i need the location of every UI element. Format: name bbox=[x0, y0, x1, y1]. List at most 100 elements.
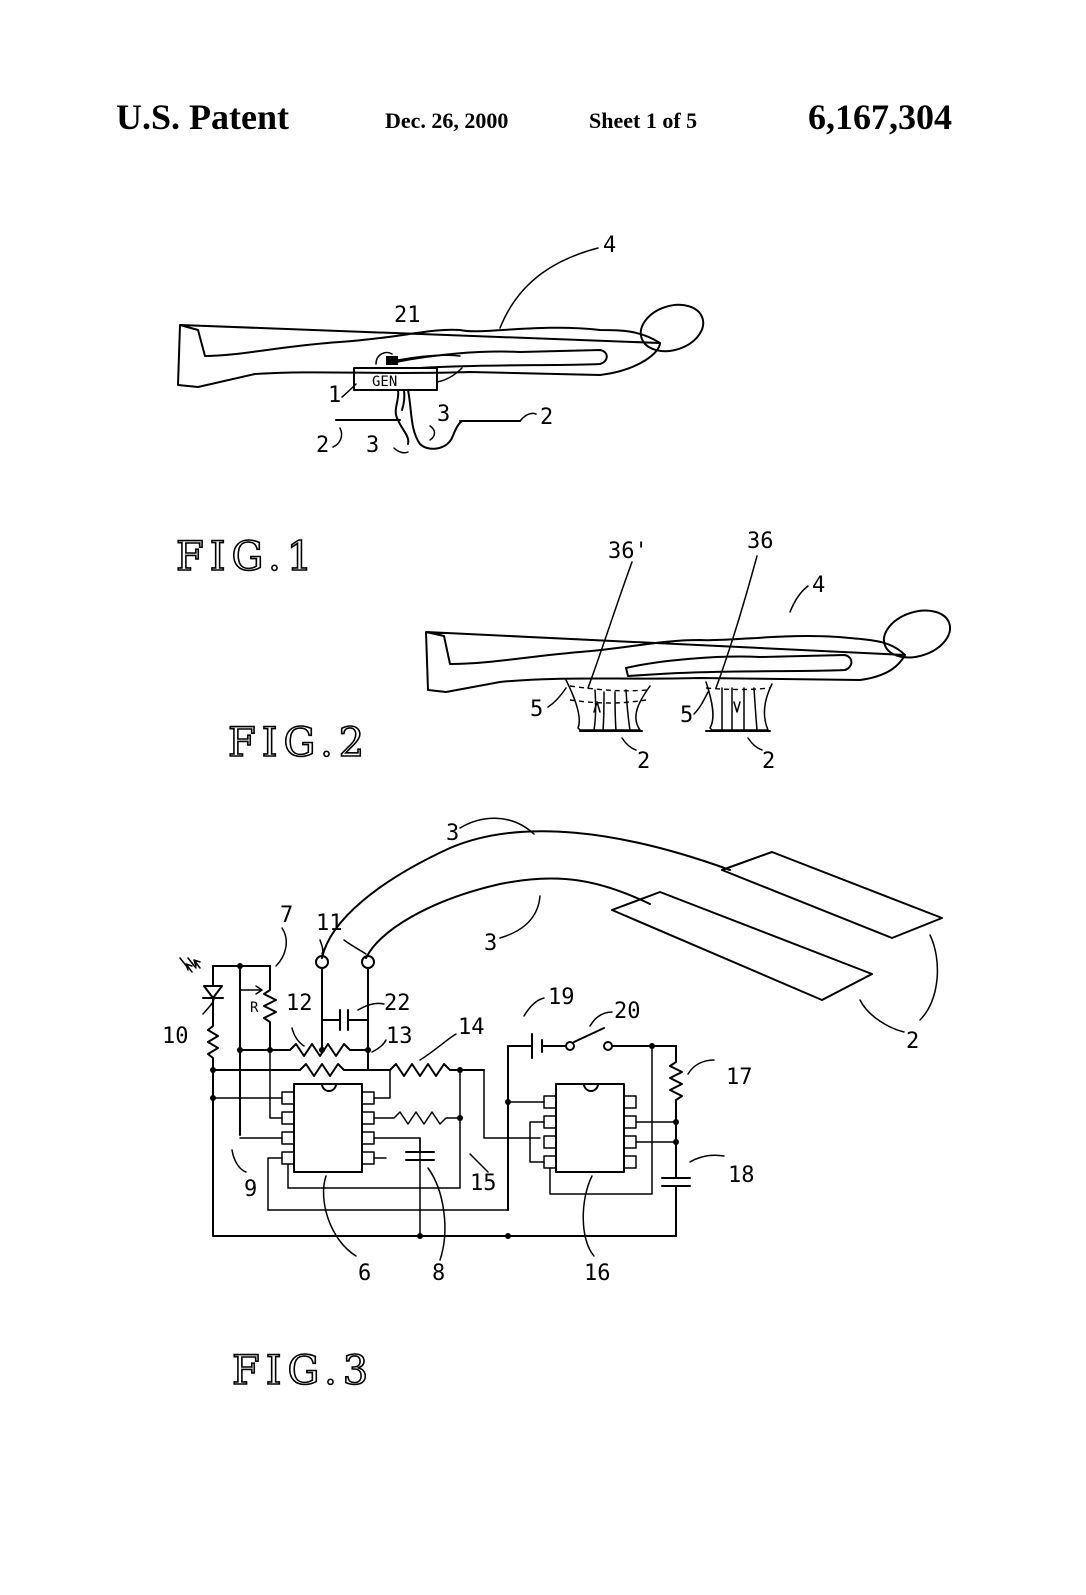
fig3-ic-6-notch bbox=[321, 1083, 337, 1092]
fig3-resistor-r-text: R bbox=[250, 1000, 259, 1016]
fig3-ic-6-pin-l3 bbox=[281, 1131, 295, 1145]
fig3-electrode-pad-lower bbox=[611, 891, 873, 1001]
fig3-leader-2-lower bbox=[859, 999, 905, 1033]
fig2-field-left-dashes bbox=[569, 685, 649, 704]
fig2-arrow-down bbox=[733, 701, 741, 713]
fig3-ic-6-pin-l4 bbox=[281, 1151, 295, 1165]
fig1-cable-3b bbox=[407, 389, 463, 450]
fig3-label-18: 18 bbox=[728, 1163, 755, 1188]
fig3-leader-22 bbox=[357, 1002, 385, 1011]
fig2-leader-36p bbox=[587, 561, 633, 689]
fig3-led-zigzag-marks bbox=[179, 957, 197, 969]
fig3-leader-18 bbox=[689, 1154, 725, 1163]
fig1-leader-2a bbox=[332, 427, 343, 448]
fig2-leader-4 bbox=[789, 585, 809, 613]
fig1-generator-box bbox=[353, 367, 438, 391]
patent-number: 6,167,304 bbox=[808, 97, 952, 137]
fig3-label-11: 11 bbox=[316, 911, 343, 936]
fig1-element-21 bbox=[386, 356, 398, 365]
fig3-leader-7 bbox=[275, 927, 288, 967]
fig3-leader-6 bbox=[322, 1175, 357, 1257]
fig3-junction-dots bbox=[210, 963, 679, 1239]
fig3-ic-16-pin-r1 bbox=[623, 1095, 637, 1109]
fig2-body-outline bbox=[425, 631, 906, 693]
fig1-label-2b: 2 bbox=[540, 405, 553, 430]
fig3-caption: FIG.3 bbox=[232, 1348, 374, 1394]
fig3-cable-3-upper bbox=[321, 830, 731, 959]
fig3-leader-3b bbox=[499, 895, 541, 939]
fig3-leader-14 bbox=[419, 1033, 457, 1061]
fig1-label-21: 21 bbox=[394, 303, 421, 328]
fig2-leader-36 bbox=[715, 555, 758, 689]
fig3-label-3b: 3 bbox=[484, 931, 497, 956]
fig2-field-right-dashes bbox=[705, 687, 771, 691]
fig2-field-left-outline bbox=[565, 679, 651, 731]
fig3-wire-15 bbox=[483, 1069, 541, 1139]
fig3-label-15: 15 bbox=[470, 1171, 497, 1196]
fig3-label-10: 10 bbox=[162, 1024, 189, 1049]
fig3-capacitor-18 bbox=[661, 1177, 691, 1237]
fig3-label-9: 9 bbox=[244, 1177, 257, 1202]
fig3-leader-13 bbox=[371, 1039, 387, 1053]
fig1-head bbox=[639, 303, 705, 353]
fig3-label-8: 8 bbox=[432, 1261, 445, 1286]
fig3-ic-6-loop bbox=[287, 1069, 461, 1189]
fig1-cable-3a bbox=[394, 389, 410, 445]
fig2-leader-2b bbox=[747, 737, 763, 751]
fig2-field-right-lines bbox=[721, 687, 758, 731]
fig3-label-3a: 3 bbox=[446, 821, 459, 846]
fig3-resistor-13 bbox=[299, 1063, 391, 1077]
fig3-label-14: 14 bbox=[458, 1015, 485, 1040]
fig3-ic-6-right-wiring bbox=[373, 1069, 461, 1211]
fig1-box-side-line bbox=[436, 367, 463, 383]
fig3-ic-6-pin-r2 bbox=[361, 1111, 375, 1125]
fig2-label-5a: 5 bbox=[530, 697, 543, 722]
fig1-leader-2b bbox=[519, 412, 537, 422]
fig3-label-6: 6 bbox=[358, 1261, 371, 1286]
fig3-leader-2-upper bbox=[919, 934, 939, 1021]
figure-1: 4 GEN 21 1 2 2 3 3 FIG.1 bbox=[175, 233, 705, 581]
fig3-leader-20 bbox=[589, 1011, 613, 1027]
fig3-variable-resistor-wiper bbox=[239, 985, 263, 995]
fig3-ic-16-wiring bbox=[507, 1045, 677, 1195]
fig3-led-diode bbox=[203, 985, 223, 999]
fig3-ic-16-notch bbox=[583, 1083, 599, 1092]
fig1-element-21-wires bbox=[375, 351, 461, 365]
figure-3: 2 3 3 11 10 R 7 22 bbox=[162, 817, 943, 1395]
fig3-ic-6-pin-r3 bbox=[361, 1131, 375, 1145]
fig2-torso-inner bbox=[625, 654, 853, 677]
fig3-cable-3-lower bbox=[365, 877, 651, 959]
fig1-label-3a: 3 bbox=[366, 433, 379, 458]
fig3-label-20: 20 bbox=[614, 999, 641, 1024]
fig3-label-17: 17 bbox=[726, 1065, 753, 1090]
fig3-battery-19 bbox=[507, 1033, 567, 1211]
fig3-switch-contact-right bbox=[603, 1041, 613, 1051]
fig1-label-2a: 2 bbox=[316, 433, 329, 458]
patent-label: U.S. Patent bbox=[116, 97, 289, 137]
fig3-ic-6 bbox=[293, 1083, 363, 1173]
fig2-arrow-up bbox=[593, 701, 601, 713]
fig3-resistor-12 bbox=[289, 1043, 369, 1057]
fig3-ic-16-pin-r3 bbox=[623, 1135, 637, 1149]
fig3-switch-20 bbox=[573, 1027, 605, 1043]
fig2-leader-2a bbox=[621, 737, 637, 751]
fig3-leader-11 bbox=[319, 939, 367, 955]
fig3-leader-19 bbox=[523, 997, 545, 1017]
fig3-label-22: 22 bbox=[384, 991, 411, 1016]
fig3-switch-contact-left bbox=[565, 1041, 575, 1051]
fig1-leader-3a bbox=[393, 447, 409, 454]
fig3-leader-8 bbox=[427, 1167, 446, 1261]
fig2-caption: FIG.2 bbox=[228, 720, 370, 766]
fig2-label-36p: 36' bbox=[608, 539, 648, 564]
fig2-leader-5b bbox=[693, 691, 709, 715]
fig2-field-left-lines bbox=[593, 689, 631, 731]
fig3-capacitor-22 bbox=[321, 1009, 369, 1031]
sheet-number: Sheet 1 of 5 bbox=[589, 108, 698, 133]
fig3-ic-6-left-wiring bbox=[212, 1049, 283, 1211]
fig3-leader-9 bbox=[231, 1149, 247, 1173]
fig3-resistor-14 bbox=[389, 1063, 485, 1077]
fig3-ic-16-pin-r4 bbox=[623, 1155, 637, 1169]
fig1-caption: FIG.1 bbox=[176, 534, 318, 580]
fig3-label-12: 12 bbox=[286, 991, 313, 1016]
